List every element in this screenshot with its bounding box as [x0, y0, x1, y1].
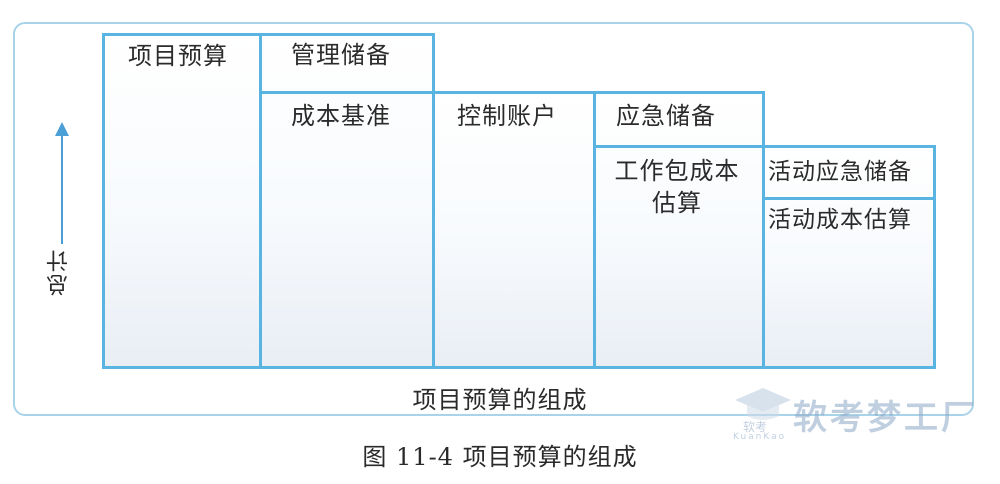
- watermark-logo-text: 软考: [743, 420, 768, 434]
- watermark-brand: 软考梦工厂: [793, 398, 978, 438]
- management-reserve-divider: [259, 91, 435, 94]
- up-arrow-icon: [55, 122, 69, 136]
- work-package-box: [593, 91, 765, 369]
- activity-contingency-reserve-label: 活动应急储备: [768, 159, 912, 185]
- cost-baseline-box: [259, 33, 435, 369]
- project-budget-box: [102, 33, 262, 369]
- axis-label: 总计: [47, 248, 72, 296]
- watermark-logo-pinyin: KuanKao: [733, 432, 787, 442]
- activity-box: [762, 145, 936, 369]
- work-package-estimate-label: 工作包成本估算: [614, 157, 740, 217]
- contingency-reserve-divider: [593, 145, 765, 148]
- graduation-cap-icon: [735, 388, 791, 420]
- figure-caption: 图 11-4 项目预算的组成: [362, 443, 638, 471]
- bottom-label: 项目预算的组成: [412, 386, 588, 414]
- activity-contingency-divider: [762, 197, 936, 200]
- axis-arrow-line: [61, 132, 63, 244]
- cost-baseline-label: 成本基准: [291, 102, 391, 130]
- control-account-box: [432, 91, 596, 369]
- project-budget-label: 项目预算: [128, 42, 228, 70]
- control-account-label: 控制账户: [457, 102, 557, 130]
- activity-cost-estimate-label: 活动成本估算: [768, 207, 912, 233]
- contingency-reserve-label: 应急储备: [616, 102, 716, 130]
- management-reserve-label: 管理储备: [291, 41, 391, 69]
- watermark: 软考 KuanKao 软考梦工厂: [733, 384, 983, 444]
